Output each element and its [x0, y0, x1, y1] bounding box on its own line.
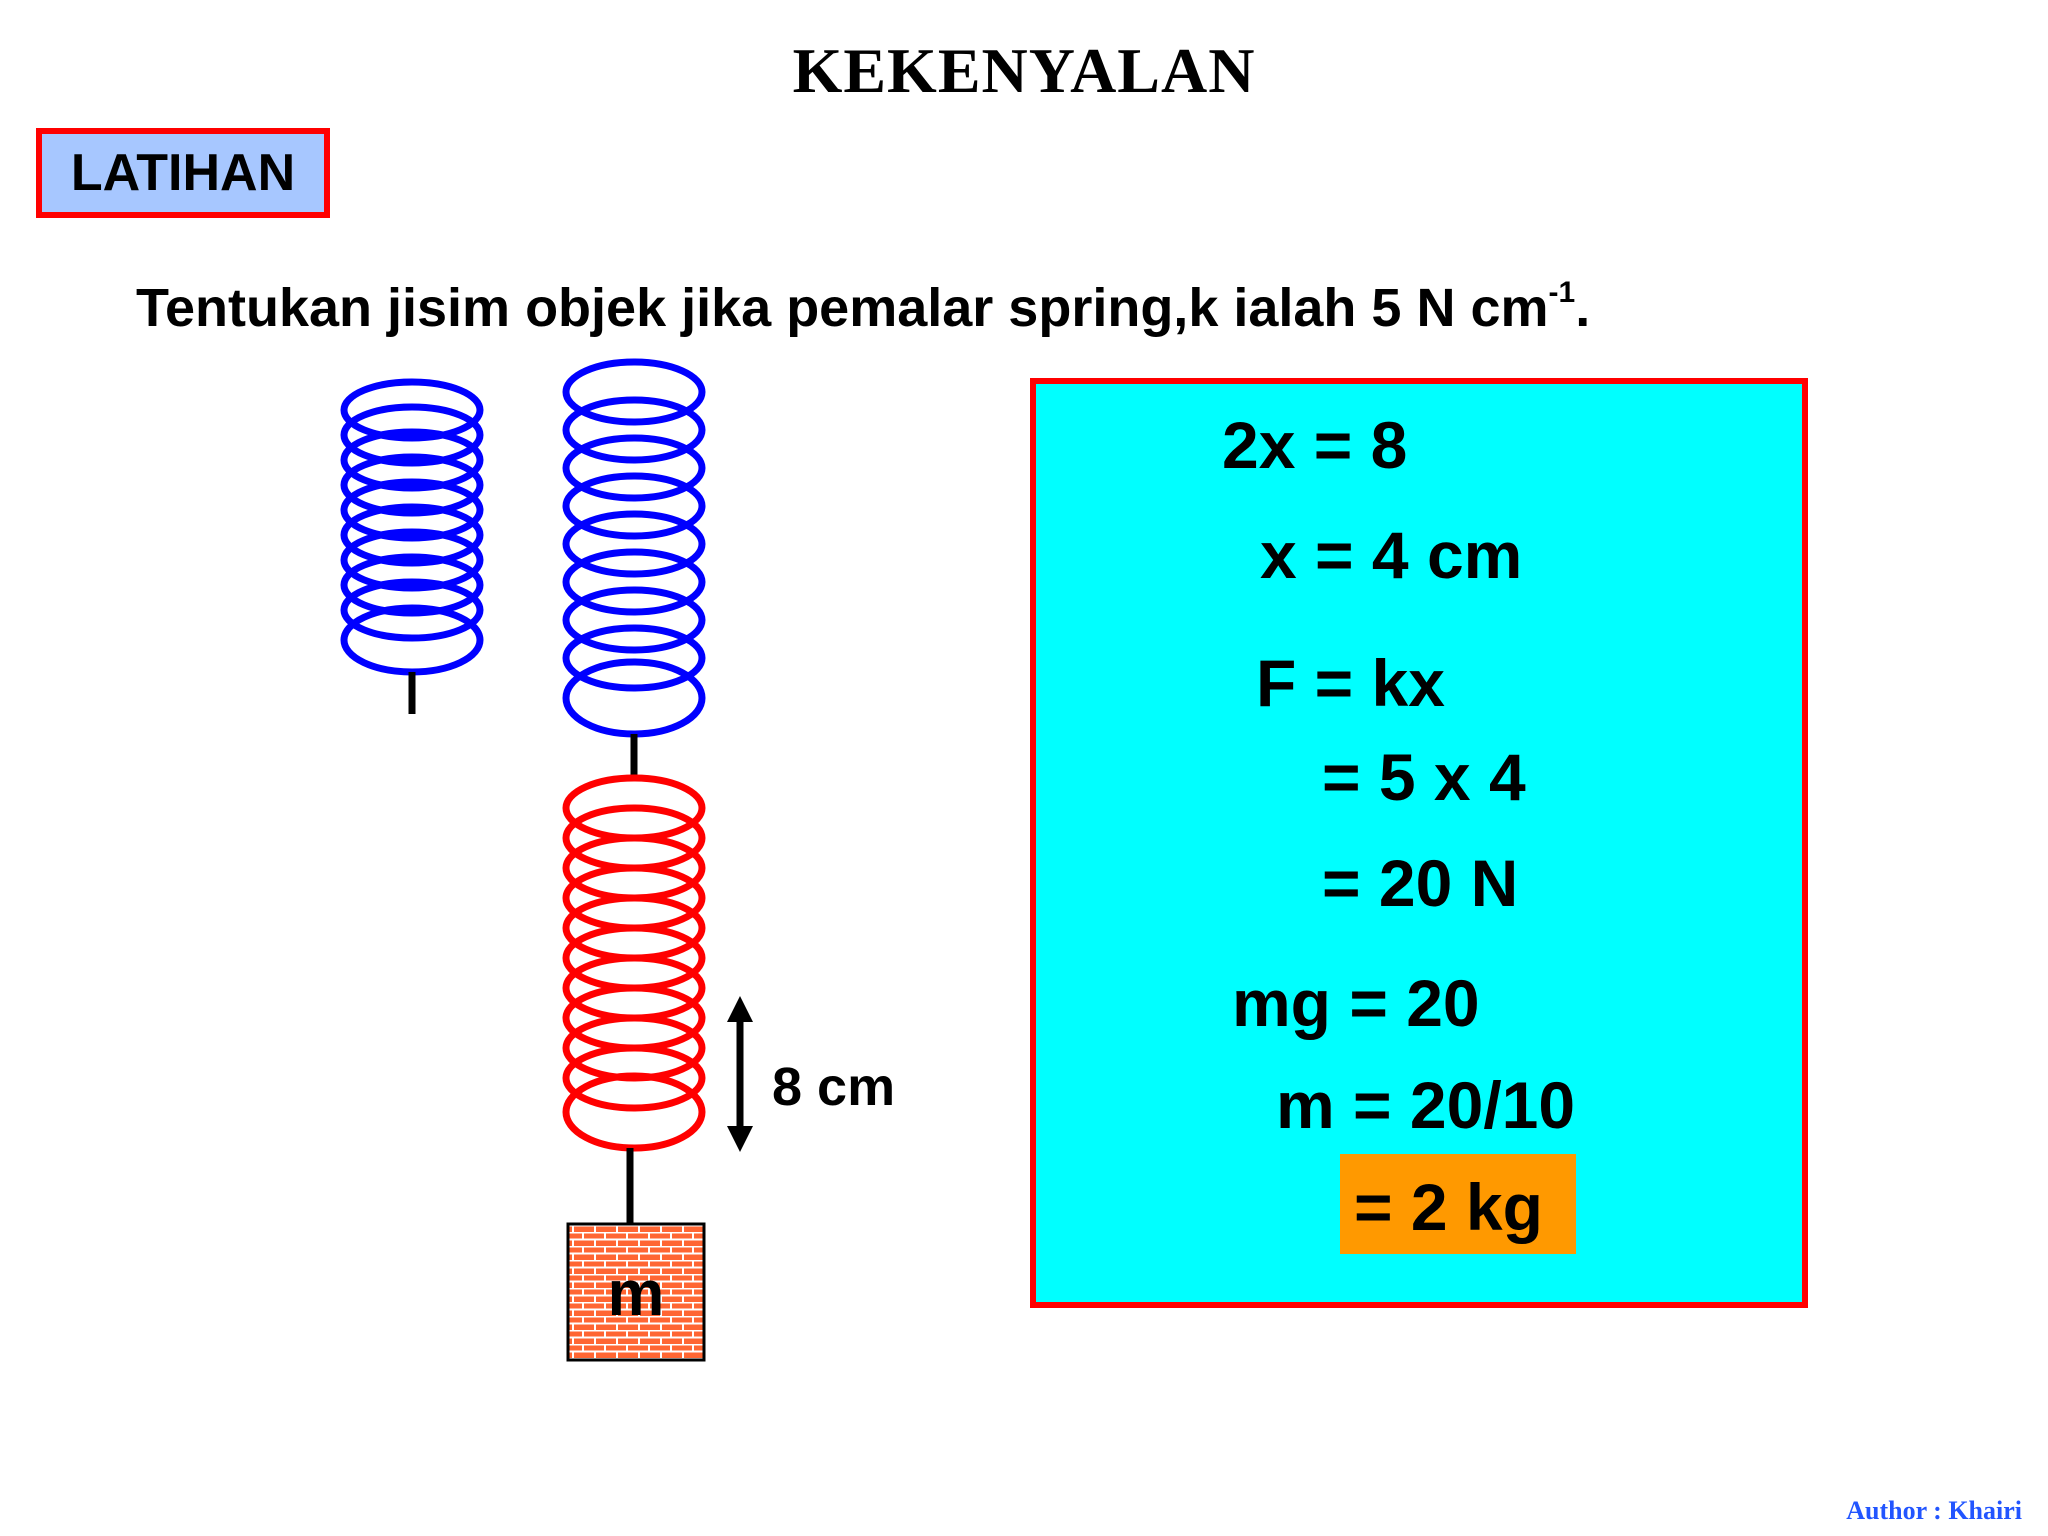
question-text: Tentukan jisim objek jika pemalar spring… — [136, 276, 1590, 339]
upper-spring — [562, 358, 706, 738]
solution-line-7: m = 20/10 — [1276, 1068, 1576, 1142]
solution-line-6: mg = 20 — [1232, 966, 1480, 1040]
latihan-badge: LATIHAN — [36, 128, 330, 218]
question-superscript: -1 — [1548, 276, 1576, 309]
solution-box — [1030, 378, 1808, 1308]
mass-label: m — [607, 1257, 665, 1329]
solution-line-4: = 5 x 4 — [1322, 740, 1526, 814]
question-suffix: . — [1575, 278, 1591, 338]
solution-answer: = 2 kg — [1354, 1170, 1543, 1244]
extension-label: 8 cm — [772, 1057, 896, 1117]
solution-line-1: 2x = 8 — [1222, 408, 1408, 482]
solution-line-2: x = 4 cm — [1260, 518, 1523, 592]
slide-title: KEKENYALAN — [792, 35, 1256, 106]
question-main: Tentukan jisim objek jika pemalar spring… — [136, 278, 1549, 338]
solution-line-3: F = kx — [1256, 646, 1445, 720]
author-credit: Author : Khairi — [1846, 1496, 2022, 1525]
answer-highlight — [1340, 1154, 1576, 1254]
mass-block — [566, 1222, 706, 1362]
lower-spring — [562, 774, 706, 1152]
unloaded-spring — [340, 378, 484, 676]
extension-arrow — [727, 996, 753, 1152]
solution-line-5: = 20 N — [1322, 846, 1519, 920]
